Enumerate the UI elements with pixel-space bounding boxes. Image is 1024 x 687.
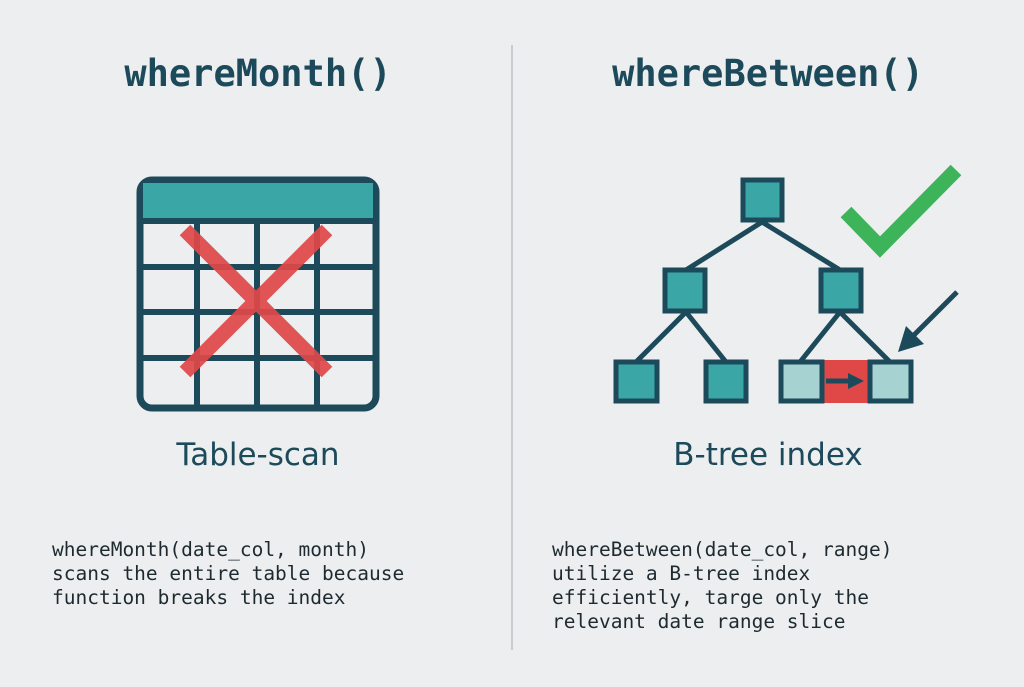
left-label: Table-scan — [176, 437, 340, 473]
red-x-icon — [179, 224, 333, 378]
checkmark-icon — [840, 164, 962, 258]
left-title: whereMonth() — [124, 52, 392, 95]
arrow-right-icon — [826, 373, 864, 389]
right-label: B-tree index — [673, 437, 863, 473]
table-scan-icon — [136, 176, 380, 412]
left-description: whereMonth(date_col, month)scans the ent… — [52, 538, 405, 609]
pointer-arrow-icon — [898, 290, 959, 352]
right-description: whereBetween(date_col, range)utilize a B… — [552, 538, 893, 633]
divider — [511, 45, 513, 650]
btree-icon — [613, 164, 962, 404]
right-title: whereBetween() — [612, 52, 924, 95]
